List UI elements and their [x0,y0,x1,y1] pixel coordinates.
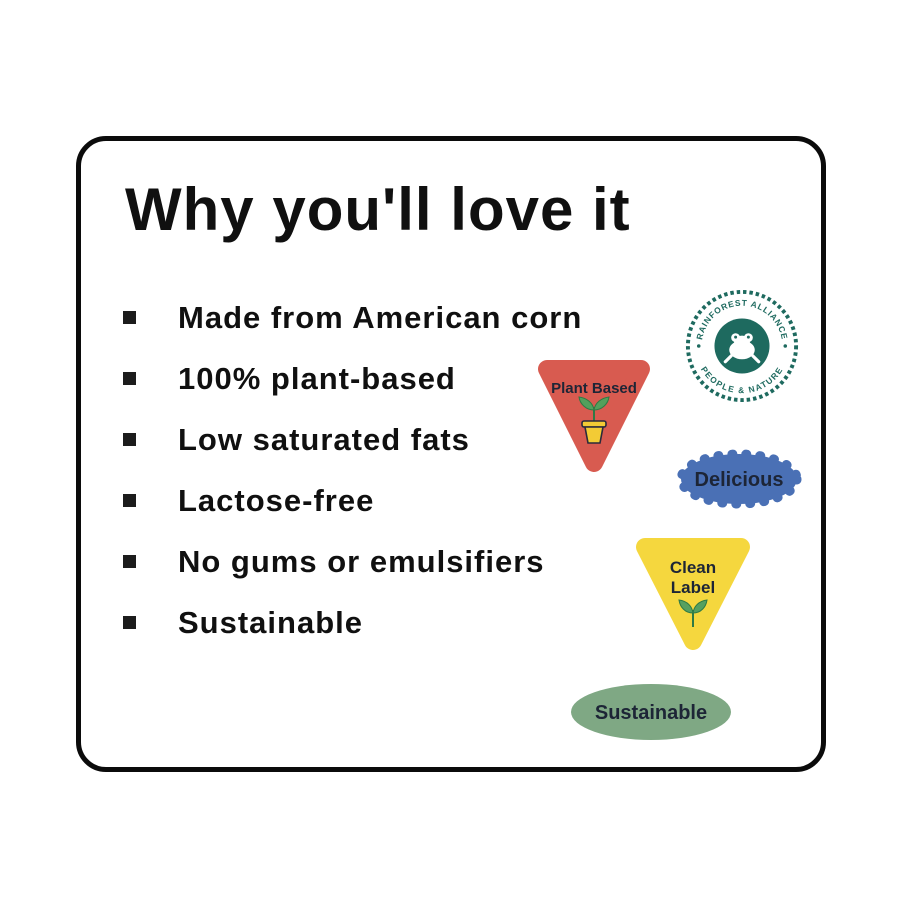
benefits-list: Made from American corn 100% plant-based… [123,287,582,653]
triangle-shape [636,538,750,650]
bullet-square-icon [123,433,136,446]
potted-plant-icon [578,396,610,444]
seal-stamp-edge [685,289,799,403]
delicious-badge: Delicious [669,443,809,515]
list-item: Low saturated fats [123,409,582,470]
bullet-square-icon [123,555,136,568]
frog-icon [723,333,761,364]
benefit-text: Lactose-free [178,482,375,518]
list-item: Made from American corn [123,287,582,348]
seal-graphic: RAINFOREST ALLIANCE PEOPLE & NATURE [685,289,799,403]
seal-dot-right [783,344,788,348]
bullet-square-icon [123,372,136,385]
oval-shape [571,684,731,740]
clean-label-badge: Clean Label [627,535,759,657]
frog-eyes [734,335,750,339]
bullet-square-icon [123,616,136,629]
benefit-text: Low saturated fats [178,421,470,457]
sustainable-label: Sustainable [595,702,707,724]
list-item: 100% plant-based [123,348,582,409]
plant-based-label: Plant Based [551,380,637,397]
clean-label-graphic: Clean Label [636,538,750,650]
seal-dot-left [696,344,701,348]
bullet-square-icon [123,311,136,324]
bullet-square-icon [123,494,136,507]
clean-label-line2: Label [671,578,715,597]
sustainable-badge: Sustainable [567,681,735,743]
list-item: Lactose-free [123,470,582,531]
list-item: No gums or emulsifiers [123,531,582,592]
sprout-icon [678,599,708,627]
rainforest-alliance-seal: RAINFOREST ALLIANCE PEOPLE & NATURE [683,287,801,405]
scalloped-oval-shape [676,449,802,509]
benefits-card: Why you'll love it Made from American co… [76,136,826,772]
delicious-graphic: Delicious [676,449,802,509]
delicious-label: Delicious [695,469,784,491]
list-item: Sustainable [123,592,582,653]
benefit-text: No gums or emulsifiers [178,543,545,579]
sustainable-graphic: Sustainable [571,684,731,740]
clean-label-line1: Clean [670,558,716,577]
benefit-text: Made from American corn [178,299,583,335]
plant-based-graphic: Plant Based [538,360,650,472]
benefit-text: Sustainable [178,604,363,640]
plant-based-badge: Plant Based [531,357,657,479]
card-title: Why you'll love it [125,176,631,243]
benefit-text: 100% plant-based [178,360,456,396]
